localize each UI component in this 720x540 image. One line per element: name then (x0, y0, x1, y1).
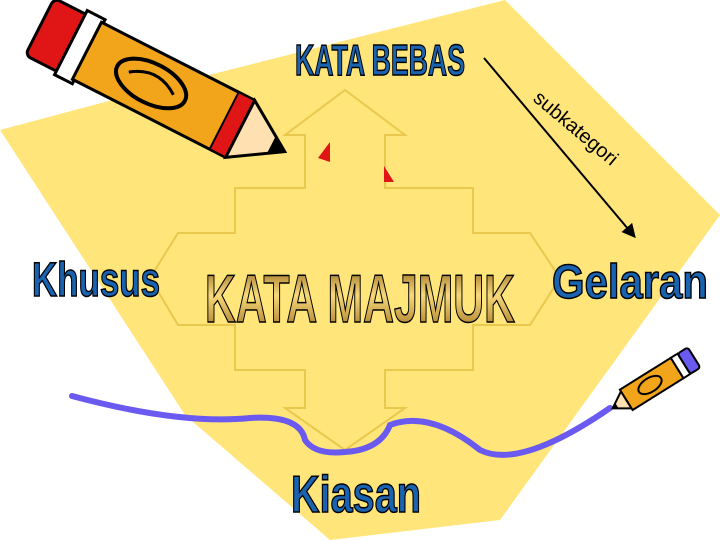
purple-curve (69, 393, 613, 458)
large-pencil-icon (25, 0, 288, 160)
diagonal-arrow (483, 57, 636, 239)
small-pencil-icon (611, 347, 701, 412)
red-triangle-left (318, 142, 330, 162)
top-label: KATA BEBAS (295, 36, 465, 85)
left-label: Khusus (32, 254, 160, 307)
center-label: KATA MAJMUK (205, 261, 515, 337)
bottom-label: Kiasan (291, 466, 421, 524)
red-triangle-right (384, 166, 394, 182)
right-label: Gelaran (552, 256, 708, 309)
